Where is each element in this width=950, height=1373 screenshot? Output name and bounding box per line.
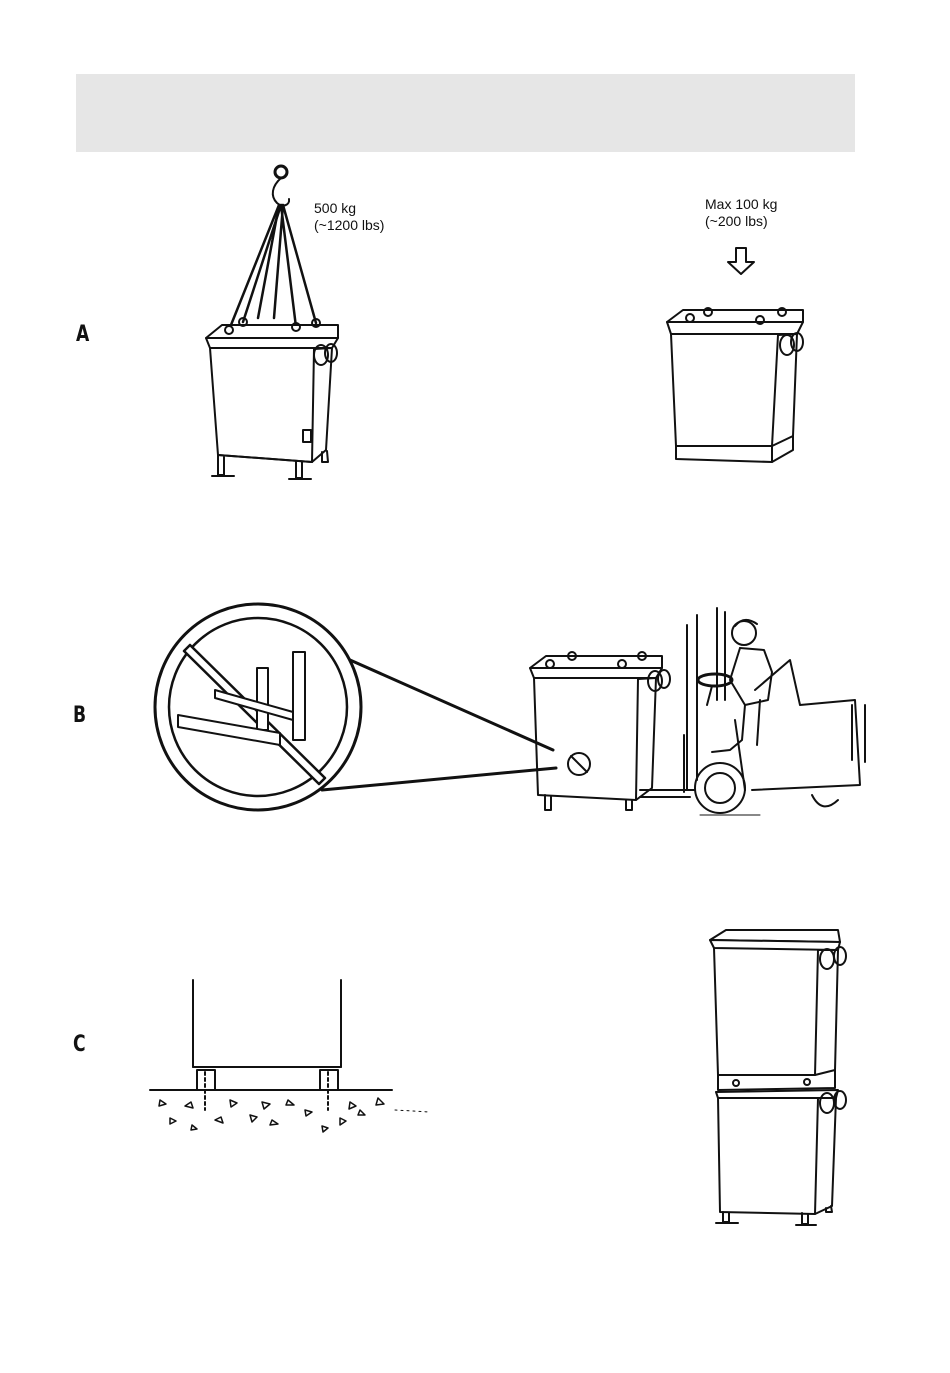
- no-forklift-icon: [155, 604, 361, 810]
- tank-unit-lifted: [206, 318, 338, 479]
- crane-hook-icon: [273, 166, 289, 206]
- zoom-line-lower: [322, 768, 556, 790]
- down-arrow-icon: [728, 248, 754, 274]
- zoom-line-upper: [350, 660, 553, 750]
- stacked-units-illustration: [710, 930, 846, 1225]
- forklift-illustration: [530, 608, 865, 815]
- concrete-aggregate: [159, 1098, 384, 1132]
- lifting-slings: [229, 205, 316, 330]
- top-load-illustration: [667, 248, 803, 462]
- floor-anchor-illustration: [150, 980, 430, 1132]
- crane-lift-illustration: [206, 166, 338, 479]
